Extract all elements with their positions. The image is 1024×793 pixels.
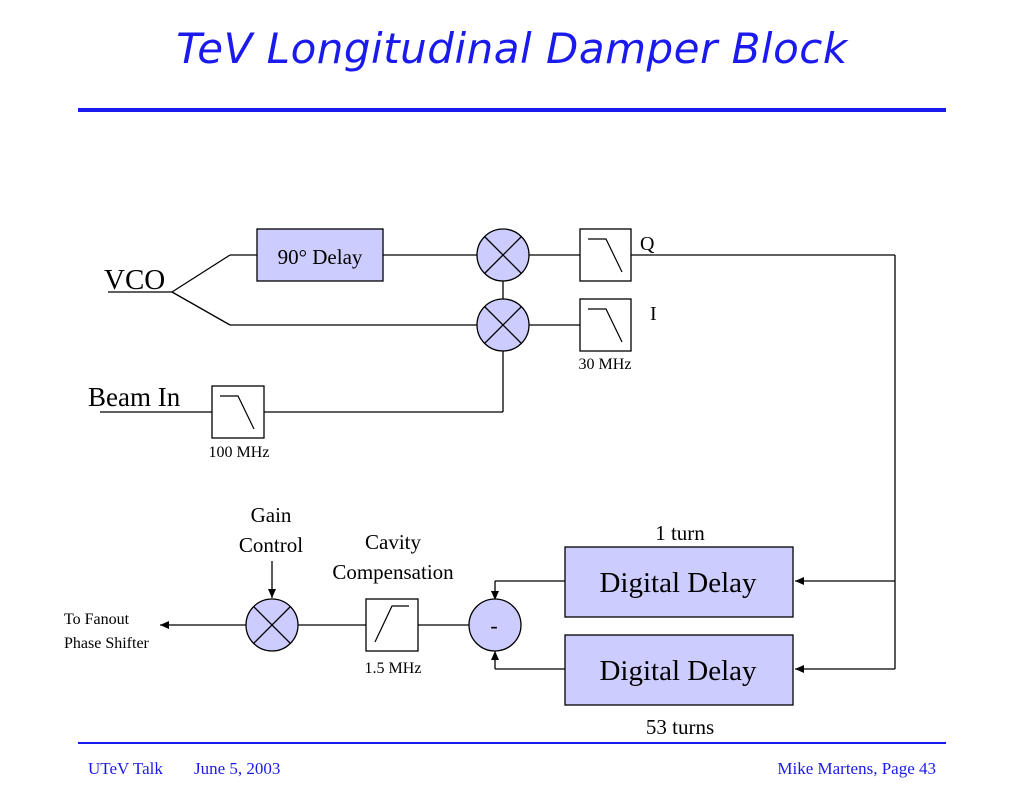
delay-90-block <box>256 228 384 282</box>
signal-wires <box>100 254 896 673</box>
page-title: TeV Longitudinal Damper Block <box>176 24 848 73</box>
fifty-three-turns-label: 53 turns <box>646 715 714 739</box>
footer-talk: UTeV Talk <box>88 759 163 778</box>
fanout-label-line2: Phase Shifter <box>64 635 150 652</box>
cavity-comp-label-line2: Compensation <box>332 560 454 584</box>
mixer-upper <box>476 228 530 282</box>
lowpass-filter-i <box>579 298 632 352</box>
digital-delay-1-turn <box>564 546 794 618</box>
lowpass-filter-q <box>579 228 632 282</box>
i-output-label: I <box>650 303 657 325</box>
filter-1.5mhz-label: 1.5 MHz <box>365 660 422 677</box>
mixer-gain <box>245 598 299 652</box>
fanout-label-line1: To Fanout <box>64 611 130 628</box>
highpass-filter-cavity <box>365 598 419 652</box>
cavity-comp-label-line1: Cavity <box>365 530 421 554</box>
beam-in-label: Beam In <box>88 382 181 412</box>
footer-date: June 5, 2003 <box>194 759 281 778</box>
footer-page: Mike Martens, Page 43 <box>777 759 936 778</box>
gain-control-label-line2: Control <box>239 533 303 557</box>
filter-100mhz-label: 100 MHz <box>209 444 270 461</box>
subtract-sign: - <box>490 613 497 638</box>
vco-label: VCO <box>104 264 165 296</box>
one-turn-label: 1 turn <box>655 521 705 545</box>
digital-delay-2-label: Digital Delay <box>599 655 757 687</box>
gain-control-label-line1: Gain <box>251 503 292 527</box>
digital-delay-1-label: Digital Delay <box>599 567 757 599</box>
title-underline <box>78 108 946 112</box>
footer-rule <box>78 742 946 744</box>
delay-90-label: 90° Delay <box>278 245 363 269</box>
subtractor-junction <box>468 598 522 652</box>
lowpass-filter-beam <box>211 385 265 439</box>
digital-delay-53-turns <box>564 634 794 706</box>
mixer-lower <box>476 298 530 352</box>
filter-30mhz-label: 30 MHz <box>579 356 632 373</box>
q-output-label: Q <box>640 233 655 255</box>
